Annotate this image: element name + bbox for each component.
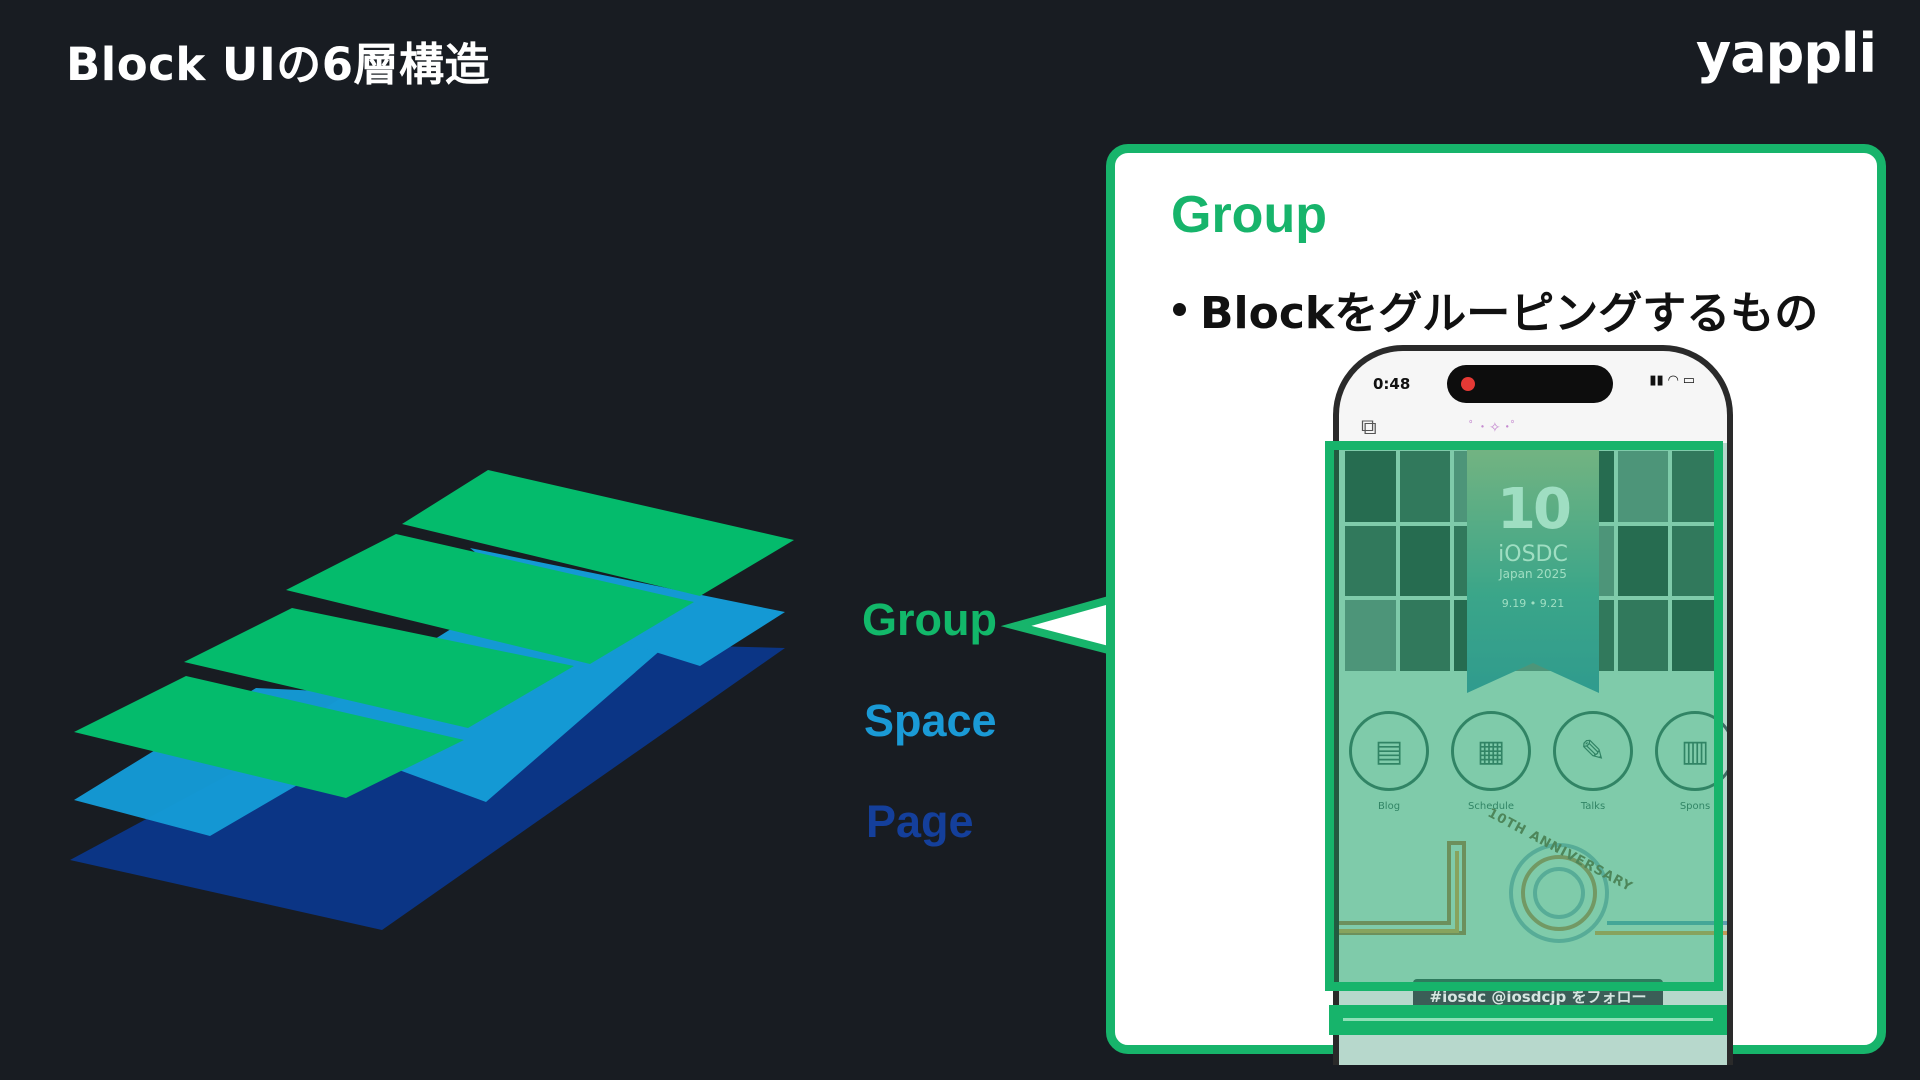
event-name: iOSDC: [1498, 542, 1568, 567]
signal-wifi-battery-icon: ▮▮ ◠ ▭: [1649, 373, 1695, 388]
photo-tile: [1345, 451, 1396, 522]
status-bar: 0:48 ▮▮ ◠ ▭: [1339, 351, 1727, 405]
page-label: Page: [866, 796, 974, 847]
group-highlight-box-bottom: [1329, 1005, 1727, 1035]
layer-stack-diagram: [70, 470, 794, 930]
photo-tile: [1399, 525, 1451, 597]
microphone-icon: ✎: [1553, 711, 1633, 791]
event-dates: 9.19 • 9.21: [1501, 597, 1565, 610]
menu-item-label: Talks: [1580, 801, 1606, 812]
group-layer-3: [286, 534, 694, 664]
event-number: 10: [1497, 477, 1572, 542]
photo-tile: [1617, 451, 1669, 522]
callout-bullet-text: Blockをグルーピングするもの: [1200, 288, 1819, 339]
group-label: Group: [862, 594, 997, 645]
photo-tile: [1345, 600, 1396, 671]
group-callout-panel: Group Blockをグルーピングするもの 0:48 ▮▮ ◠ ▭ ⧉ ﾟ･✧…: [1106, 144, 1886, 1065]
event-subtitle: Japan 2025: [1499, 567, 1567, 581]
menu-item-sponsors[interactable]: ▥ Spons: [1655, 711, 1727, 812]
space-label: Space: [864, 695, 997, 746]
chat-icon[interactable]: ⧉: [1361, 415, 1377, 440]
recording-dot-icon: [1461, 377, 1475, 391]
photo-tile: [1399, 600, 1451, 671]
photo-tile: [1345, 525, 1396, 597]
yappli-logo: yappli: [1696, 22, 1877, 85]
group-layer-1: [74, 676, 464, 798]
photo-tile: [1399, 451, 1451, 522]
bullet-icon: [1173, 302, 1186, 316]
menu-item-label: Spons: [1679, 801, 1711, 812]
menu-item-label: Schedule: [1468, 801, 1514, 812]
event-ribbon: 10 iOSDC Japan 2025 9.19 • 9.21: [1467, 443, 1599, 693]
callout-title: Group: [1171, 186, 1327, 244]
calendar-icon: ▦: [1451, 711, 1531, 791]
menu-item-blog[interactable]: ▤ Blog: [1349, 711, 1429, 812]
dynamic-island: [1447, 365, 1613, 403]
group-layer-4: [402, 470, 794, 596]
menu-item-talks[interactable]: ✎ Talks: [1553, 711, 1633, 812]
confetti-banner-icon: ﾟ･✧･ﾟ: [1469, 420, 1521, 436]
building-icon: ▥: [1655, 711, 1727, 791]
page-layer: [70, 640, 785, 930]
callout-bullet: Blockをグルーピングするもの: [1173, 277, 1818, 341]
app-menu: ▤ Blog ▦ Schedule ✎ Talks ▥ Spons: [1349, 711, 1727, 812]
menu-item-schedule[interactable]: ▦ Schedule: [1451, 711, 1531, 812]
photo-tile: [1617, 525, 1669, 597]
photo-tile: [1617, 600, 1669, 671]
blog-icon: ▤: [1349, 711, 1429, 791]
group-layer-2: [184, 608, 574, 728]
ten-anniversary-graphic: [1339, 841, 1727, 943]
status-time: 0:48: [1373, 375, 1411, 393]
menu-item-label: Blog: [1377, 801, 1401, 812]
group-highlight-box: [1325, 441, 1723, 991]
slide-title: Block UIの6層構造: [66, 38, 491, 91]
